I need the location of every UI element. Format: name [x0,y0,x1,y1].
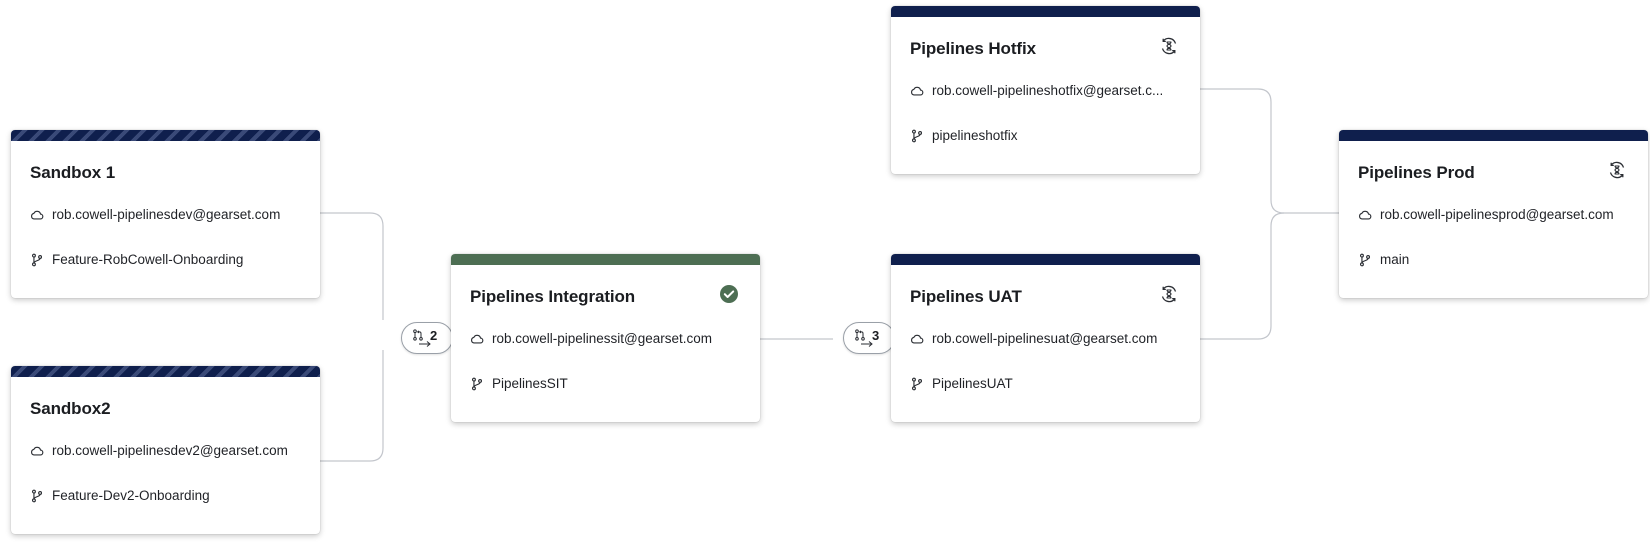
card-topbar [891,6,1200,17]
branch-name: main [1380,252,1410,267]
environment-name: Pipelines UAT [910,287,1022,306]
card-topbar [11,366,320,377]
user-email: rob.cowell-pipelinessit@gearset.com [492,331,713,346]
branch-name: Feature-RobCowell-Onboarding [52,252,244,267]
git-branch-icon [1358,253,1372,267]
user-email: rob.cowell-pipelineshotfix@gearset.c... [932,83,1164,98]
environment-user: rob.cowell-pipelinesdev2@gearset.com [30,443,288,458]
hourglass-sync-icon [1159,36,1179,56]
cloud-icon [470,332,484,346]
pull-request-badge-integration[interactable]: 2 [401,322,453,354]
card-topbar [11,130,320,141]
connector-sandbox2-to-merge [310,350,384,462]
branch-name: PipelinesSIT [492,376,568,391]
branch-name: PipelinesUAT [932,376,1013,391]
branch-name: pipelineshotfix [932,128,1018,143]
user-email: rob.cowell-pipelinesdev2@gearset.com [52,443,288,458]
cloud-icon [30,444,44,458]
cloud-icon [1358,208,1372,222]
connector-uat-to-prod [1199,212,1285,340]
card-topbar [891,254,1200,265]
environment-name: Sandbox 1 [30,163,116,182]
user-email: rob.cowell-pipelinesuat@gearset.com [932,331,1158,346]
git-branch-icon [470,377,484,391]
git-branch-icon [910,129,924,143]
environment-card-sandbox1[interactable]: Sandbox 1 rob.cowell-pipelinesdev@gearse… [11,130,320,298]
hourglass-sync-icon [1159,284,1179,304]
pull-request-badge-uat[interactable]: 3 [843,322,895,354]
cloud-icon [30,208,44,222]
environment-name: Pipelines Prod [1358,163,1475,182]
environment-name: Sandbox2 [30,399,111,418]
git-branch-icon [30,489,44,503]
environment-card-prod[interactable]: Pipelines Prod rob.cowell-pipelinesprod@… [1339,130,1648,298]
user-email: rob.cowell-pipelinesprod@gearset.com [1380,207,1614,222]
cloud-icon [910,332,924,346]
environment-branch: Feature-RobCowell-Onboarding [30,252,243,267]
environment-card-integration[interactable]: Pipelines Integration rob.cowell-pipelin… [451,254,760,422]
connector-sandbox1-to-merge [310,212,384,320]
environment-user: rob.cowell-pipelinesprod@gearset.com [1358,207,1614,222]
environment-user: rob.cowell-pipelinessit@gearset.com [470,331,712,346]
pull-request-icon [855,329,865,341]
card-topbar [1339,130,1648,141]
environment-name: Pipelines Hotfix [910,39,1036,58]
cloud-icon [910,84,924,98]
connector-hotfix-to-prod [1199,88,1339,214]
hourglass-sync-icon [1607,160,1627,180]
environment-card-hotfix[interactable]: Pipelines Hotfix rob.cowell-pipelineshot… [891,6,1200,174]
arrow-right-icon [419,341,431,347]
environment-branch: PipelinesUAT [910,376,1013,391]
environment-branch: main [1358,252,1409,267]
environment-name: Pipelines Integration [470,287,636,306]
environment-card-uat[interactable]: Pipelines UAT rob.cowell-pipelinesuat@ge… [891,254,1200,422]
environment-branch: Feature-Dev2-Onboarding [30,488,210,503]
arrow-right-icon [861,341,873,347]
branch-name: Feature-Dev2-Onboarding [52,488,210,503]
card-topbar [451,254,760,265]
git-branch-icon [910,377,924,391]
environment-user: rob.cowell-pipelineshotfix@gearset.c... [910,83,1163,98]
environment-card-sandbox2[interactable]: Sandbox2 rob.cowell-pipelinesdev2@gearse… [11,366,320,534]
check-circle-icon [719,284,739,304]
pull-request-count: 3 [872,328,880,343]
pull-request-count: 2 [430,328,438,343]
environment-user: rob.cowell-pipelinesuat@gearset.com [910,331,1157,346]
git-branch-icon [30,253,44,267]
user-email: rob.cowell-pipelinesdev@gearset.com [52,207,281,222]
environment-branch: PipelinesSIT [470,376,568,391]
pull-request-icon [413,329,423,341]
environment-branch: pipelineshotfix [910,128,1018,143]
environment-user: rob.cowell-pipelinesdev@gearset.com [30,207,280,222]
